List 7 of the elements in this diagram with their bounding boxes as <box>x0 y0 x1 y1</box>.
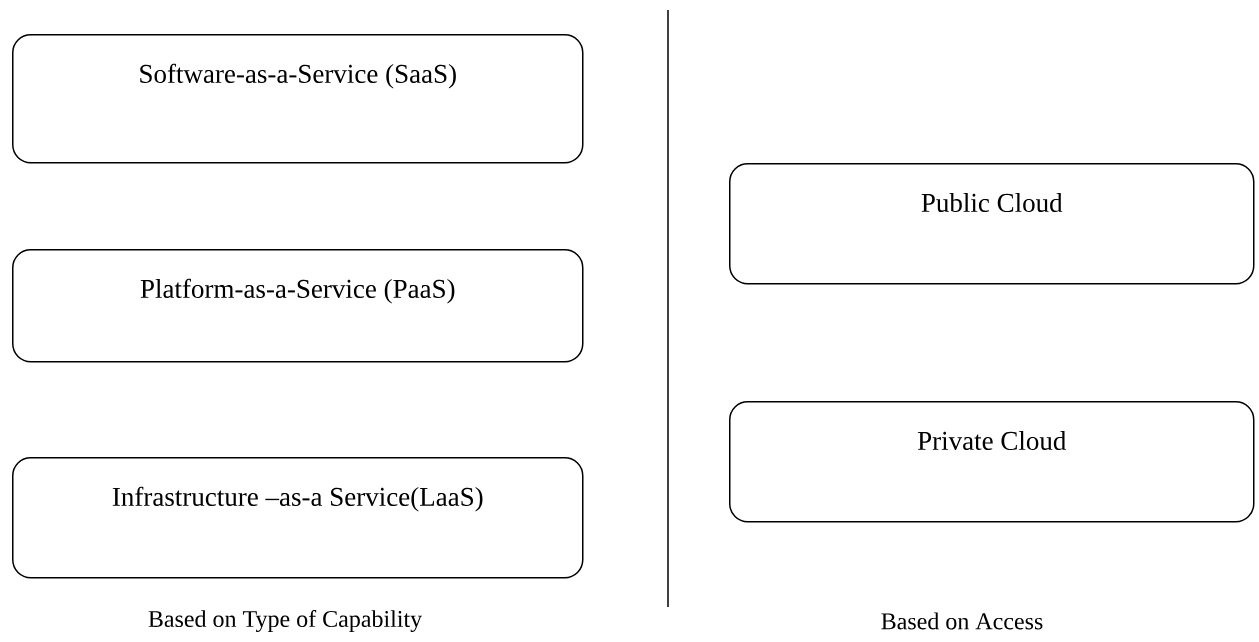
category-box: Private Cloud <box>729 401 1255 523</box>
group-caption: Based on Type of Capability <box>148 609 423 633</box>
category-box: Infrastructure –as-a Service(LaaS) <box>12 457 584 579</box>
category-box: Platform-as-a-Service (PaaS) <box>12 249 584 363</box>
category-box: Public Cloud <box>729 163 1255 285</box>
group-caption: Based on Access <box>881 612 1043 630</box>
category-box: Software-as-a-Service (SaaS) <box>12 34 584 164</box>
